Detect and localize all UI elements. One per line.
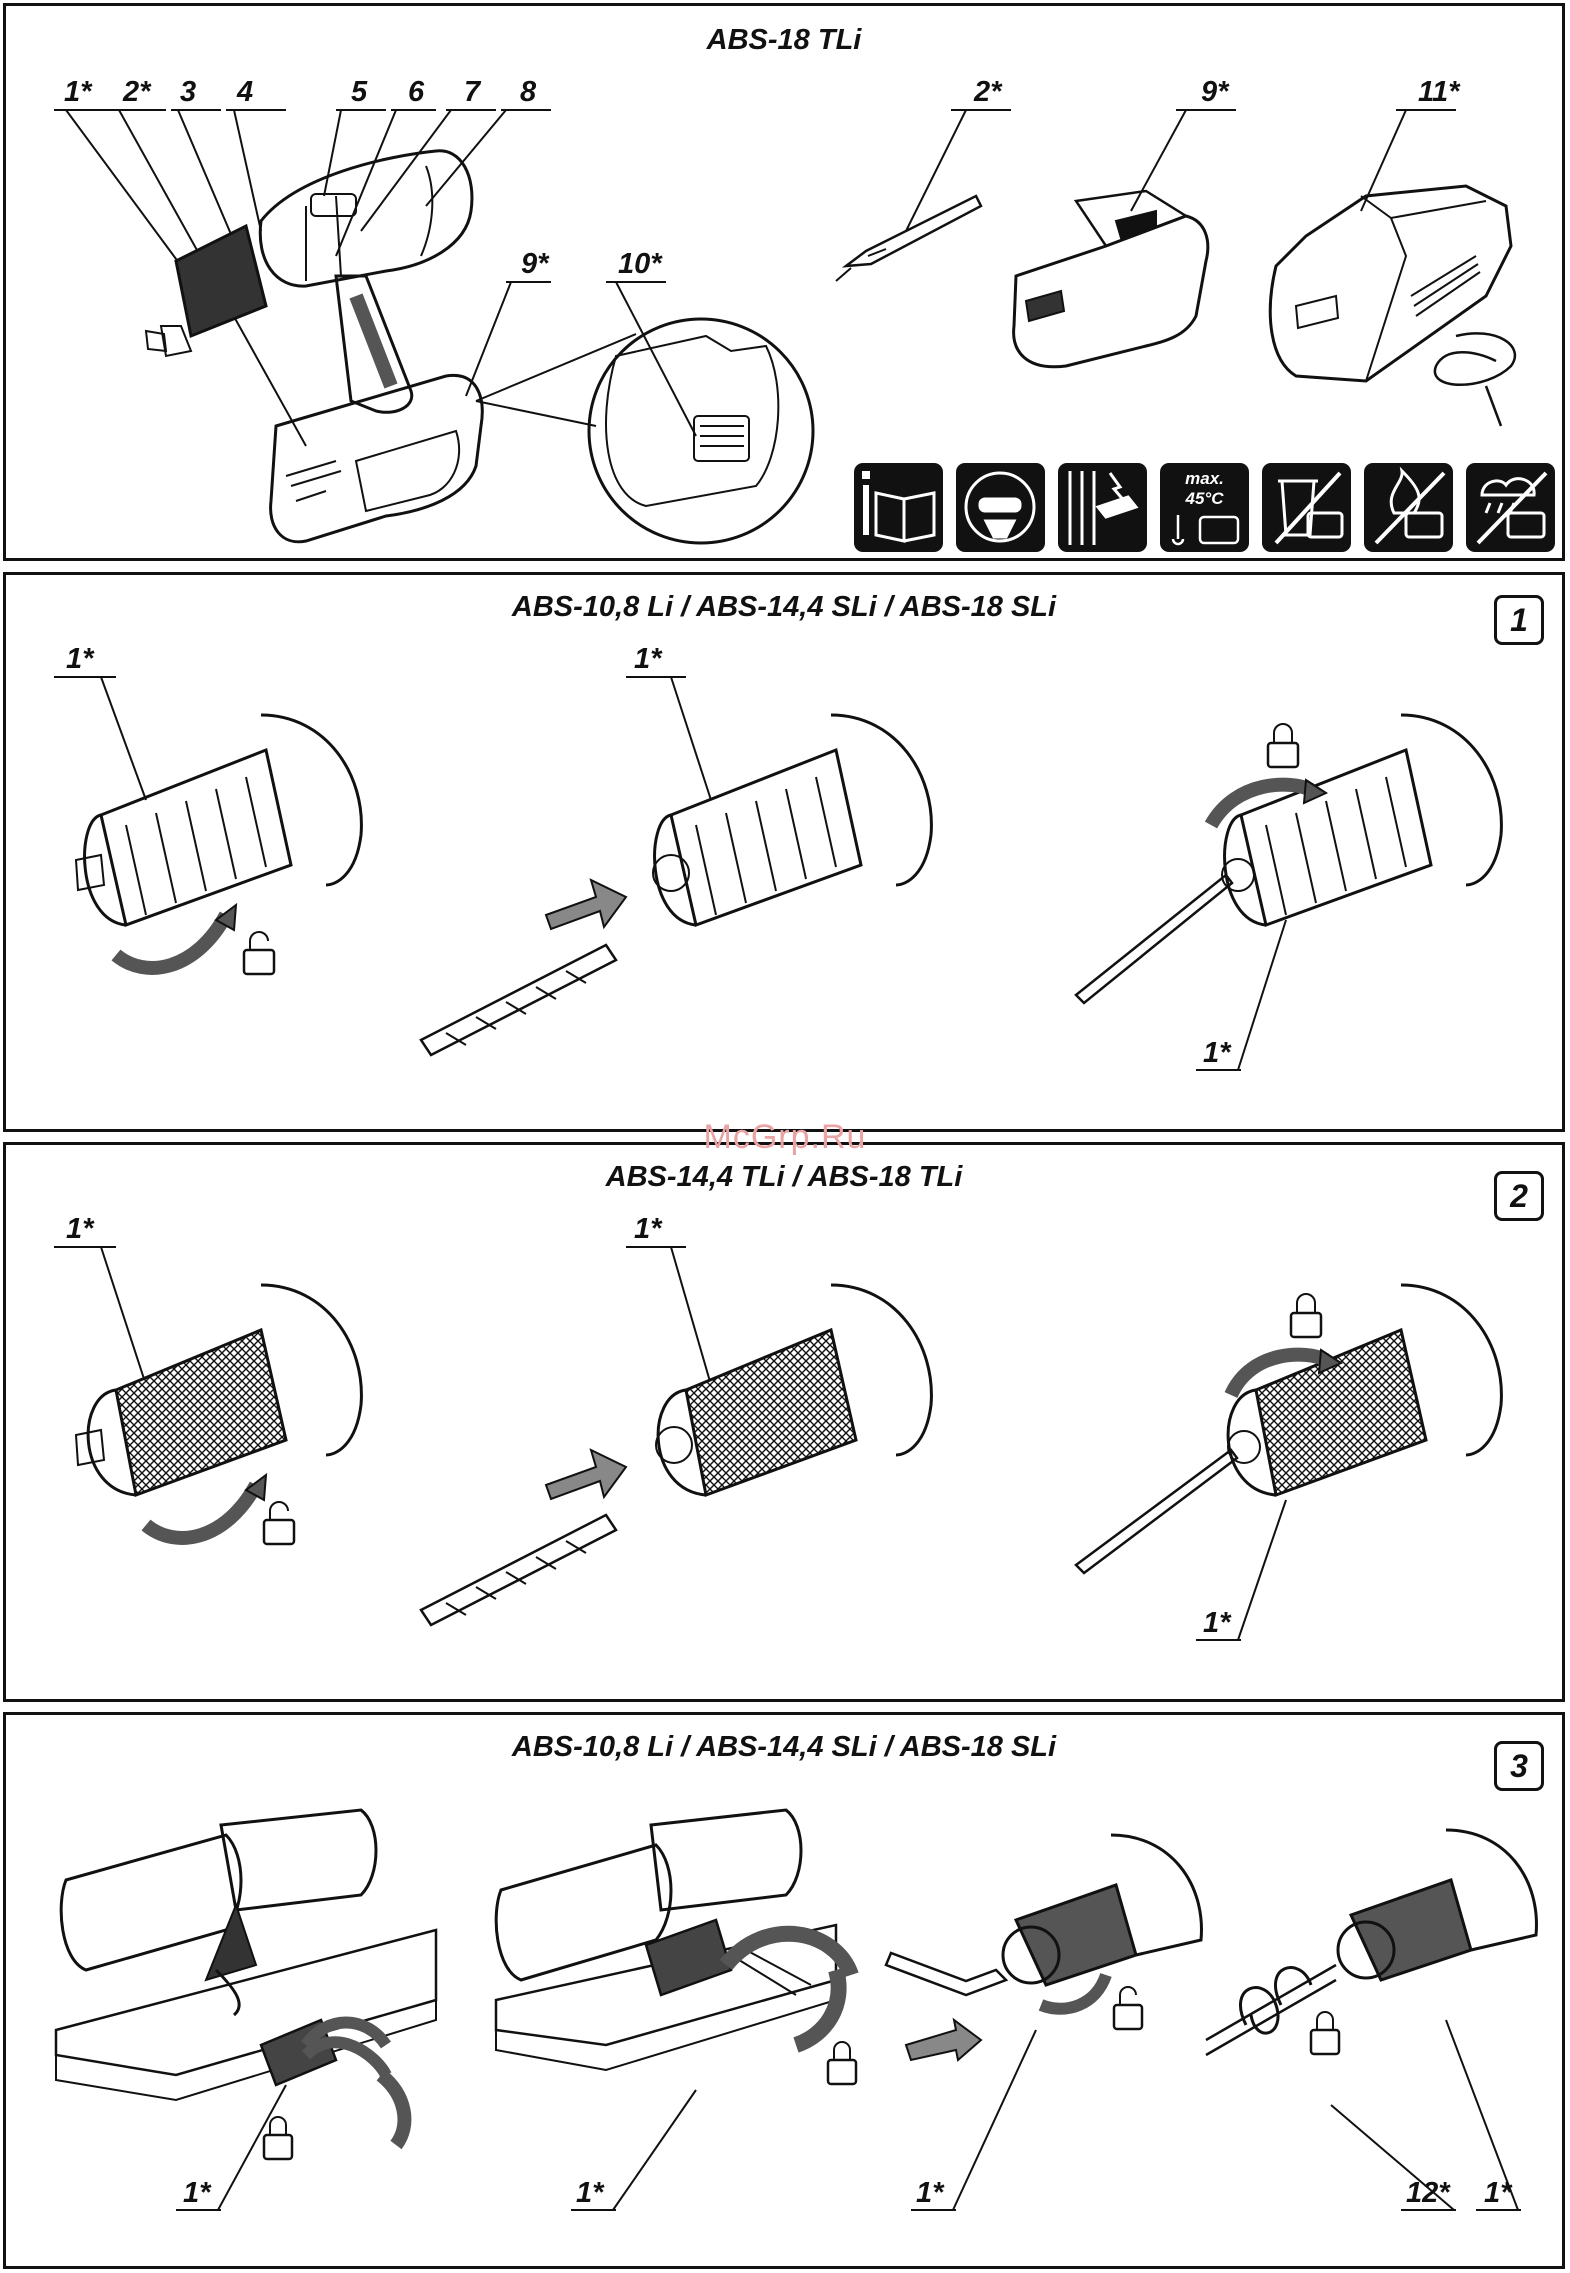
figure-1-panel: ABS-10,8 Li / ABS-14,4 SLi / ABS-18 SLi … <box>3 572 1565 1132</box>
no-fire-icon <box>1364 463 1453 552</box>
max-temperature-icon: max. 45°C <box>1160 463 1249 552</box>
figure-1-illustration <box>6 575 1568 1135</box>
figure-2-illustration <box>6 1145 1568 1705</box>
no-drilling-into-wiring-icon <box>1058 463 1147 552</box>
manual-read-icon <box>854 463 943 552</box>
protective-gear-icon <box>956 463 1045 552</box>
figure-2-panel: ABS-14,4 TLi / ABS-18 TLi 2 1* 1* 1* <box>3 1142 1565 1702</box>
overview-panel: ABS-18 TLi 1* 2* 3 4 5 6 7 8 9* 10* 2* 9… <box>3 3 1565 561</box>
figure-3-panel: ABS-10,8 Li / ABS-14,4 SLi / ABS-18 SLi … <box>3 1712 1565 2269</box>
no-household-waste-icon <box>1262 463 1351 552</box>
figure-3-illustration <box>6 1715 1568 2272</box>
no-rain-icon <box>1466 463 1555 552</box>
watermark: McGrp.Ru <box>0 1118 1570 1157</box>
